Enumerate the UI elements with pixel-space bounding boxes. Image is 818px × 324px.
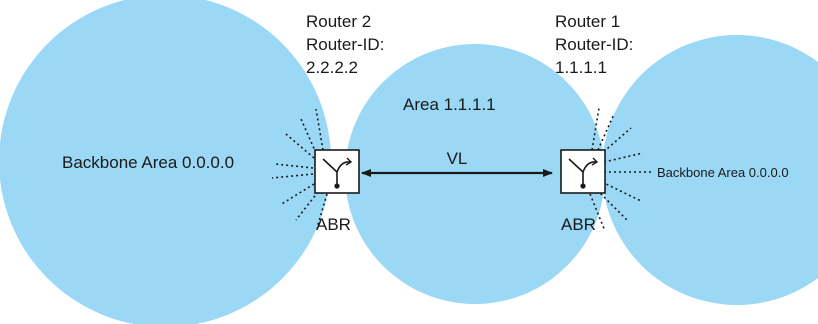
area-label-backbone-left: Backbone Area 0.0.0.0: [62, 153, 234, 172]
router-1-role: ABR: [561, 215, 596, 234]
router-icon: [568, 157, 599, 189]
router-2: [314, 149, 360, 194]
router-icon: [322, 157, 353, 189]
router-2-role: ABR: [316, 215, 351, 234]
backbone-area-right: [602, 35, 818, 305]
router-1: [560, 149, 606, 194]
router-1-name: Router 1: [555, 12, 620, 31]
router-2-id-label: Router-ID:: [306, 35, 384, 54]
virtual-link-label: VL: [447, 149, 468, 168]
area-label-middle: Area 1.1.1.1: [403, 95, 496, 114]
router-2-interfaces: [271, 108, 328, 229]
router-1-interfaces: [589, 107, 652, 232]
backbone-area-left: [0, 0, 331, 324]
router-1-id-value: 1.1.1.1: [555, 58, 607, 77]
router-2-id-value: 2.2.2.2: [306, 58, 358, 77]
area-label-backbone-right: Backbone Area 0.0.0.0: [657, 165, 789, 180]
router-1-id-label: Router-ID:: [555, 35, 633, 54]
router-2-name: Router 2: [306, 12, 371, 31]
